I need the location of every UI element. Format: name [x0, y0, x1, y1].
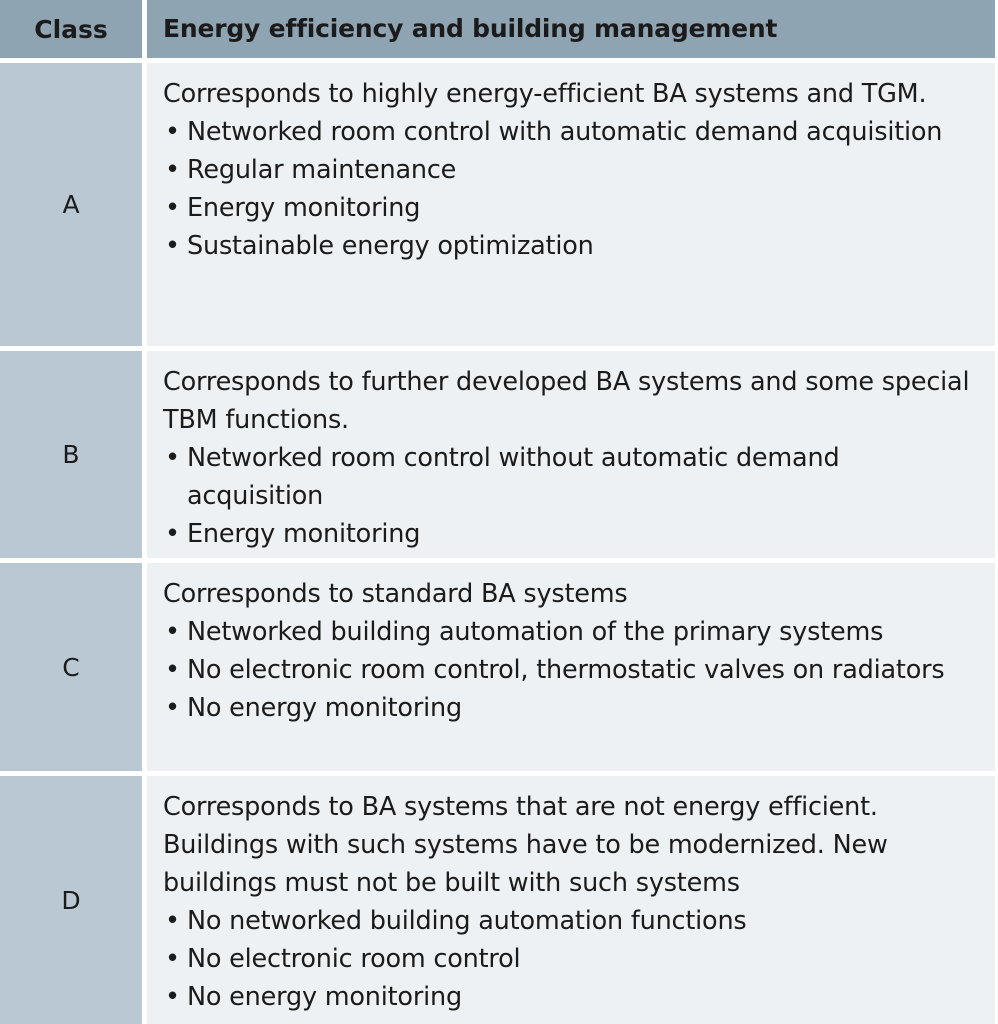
header-description: Energy efficiency and building managemen…	[147, 0, 995, 58]
list-item: Networked room control without automatic…	[163, 439, 981, 515]
list-item: Regular maintenance	[163, 151, 981, 189]
class-cell: C	[0, 563, 142, 771]
bullet-list: Networked room control with automatic de…	[163, 113, 981, 265]
description-intro: Corresponds to further developed BA syst…	[163, 367, 970, 435]
description-intro: Corresponds to BA systems that are not e…	[163, 792, 888, 898]
list-item: No energy monitoring	[163, 978, 981, 1016]
list-item: Networked room control with automatic de…	[163, 113, 981, 151]
table-row-class-a: A Corresponds to highly energy-efficient…	[0, 63, 995, 346]
list-item: Energy monitoring	[163, 515, 981, 553]
description-intro: Corresponds to highly energy-efficient B…	[163, 79, 927, 109]
table-header-row: Class Energy efficiency and building man…	[0, 0, 995, 58]
list-item: Sustainable energy optimization	[163, 227, 981, 265]
list-item: No networked building automation functio…	[163, 902, 981, 940]
bullet-list: Networked building automation of the pri…	[163, 613, 981, 727]
table-row-class-c: C Corresponds to standard BA systems Net…	[0, 563, 995, 771]
description-cell: Corresponds to BA systems that are not e…	[147, 776, 995, 1024]
description-cell: Corresponds to standard BA systems Netwo…	[147, 563, 995, 771]
description-cell: Corresponds to highly energy-efficient B…	[147, 63, 995, 346]
class-cell: D	[0, 776, 142, 1024]
list-item: No energy monitoring	[163, 689, 981, 727]
class-cell: A	[0, 63, 142, 346]
description-intro: Corresponds to standard BA systems	[163, 579, 628, 609]
header-class: Class	[0, 0, 142, 58]
list-item: Energy monitoring	[163, 189, 981, 227]
description-cell: Corresponds to further developed BA syst…	[147, 351, 995, 558]
list-item: No electronic room control	[163, 940, 981, 978]
bullet-list: No networked building automation functio…	[163, 902, 981, 1016]
class-cell: B	[0, 351, 142, 558]
table-row-class-b: B Corresponds to further developed BA sy…	[0, 351, 995, 558]
list-item: Networked building automation of the pri…	[163, 613, 981, 651]
table-row-class-d: D Corresponds to BA systems that are not…	[0, 776, 995, 1024]
bullet-list: Networked room control without automatic…	[163, 439, 981, 553]
list-item: No electronic room control, thermostatic…	[163, 651, 981, 689]
